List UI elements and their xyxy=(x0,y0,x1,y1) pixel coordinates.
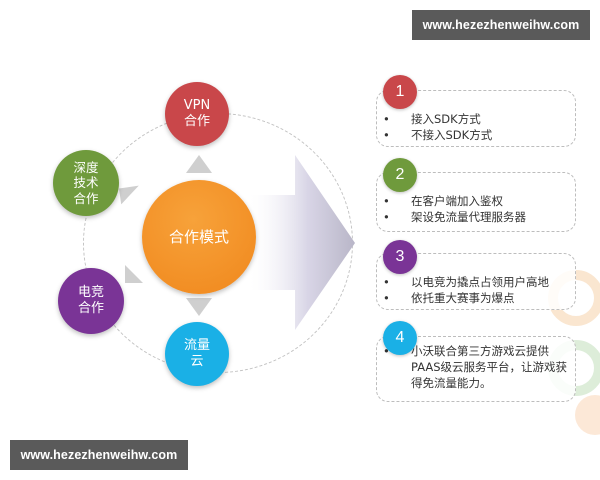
panel-1-number-badge: 1 xyxy=(383,75,417,109)
panel-3-list: 以电竞为撬点占领用户高地 依托重大赛事为爆点 xyxy=(383,274,571,306)
triangle-lower-left-icon xyxy=(125,265,143,283)
center-node-cooperation-mode: 合作模式 xyxy=(142,180,256,294)
node-label-line: 合作 xyxy=(183,114,210,129)
list-item: 在客户端加入鉴权 xyxy=(383,193,571,209)
triangle-up-icon xyxy=(186,155,212,173)
list-item: 以电竞为撬点占领用户高地 xyxy=(383,274,571,290)
triangle-upper-left-icon xyxy=(118,185,142,205)
node-label-line: 合作 xyxy=(73,190,99,206)
list-item: 接入SDK方式 xyxy=(383,111,571,127)
list-item: 小沃联合第三方游戏云提供PAAS级云服务平台，让游戏获得免流量能力。 xyxy=(383,343,571,391)
node-label-line: 技术 xyxy=(73,175,99,191)
big-right-arrow-icon xyxy=(250,155,355,330)
node-label-line: 流量 xyxy=(183,337,210,353)
node-label-line: VPN xyxy=(183,97,211,113)
node-vpn-cooperation: VPN 合作 xyxy=(165,82,229,146)
node-esports-cooperation: 电竞 合作 xyxy=(58,268,124,334)
panel-2-number-badge: 2 xyxy=(383,158,417,192)
panel-4-number-badge: 4 xyxy=(383,321,417,355)
panel-3: 以电竞为撬点占领用户高地 依托重大赛事为爆点 xyxy=(376,253,576,310)
list-item: 不接入SDK方式 xyxy=(383,127,571,143)
panel-1-list: 接入SDK方式 不接入SDK方式 xyxy=(383,111,571,143)
node-label-line: 深度 xyxy=(73,159,99,175)
list-item: 依托重大赛事为爆点 xyxy=(383,290,571,306)
center-node-label: 合作模式 xyxy=(168,227,229,246)
node-deep-tech-cooperation: 深度 技术 合作 xyxy=(53,150,119,216)
panel-3-number-badge: 3 xyxy=(383,240,417,274)
node-label-line: 云 xyxy=(190,354,204,369)
node-traffic-cloud: 流量 云 xyxy=(165,322,229,386)
node-label-line: 电竞 xyxy=(77,284,104,300)
list-item: 架设免流量代理服务器 xyxy=(383,209,571,225)
decorative-orange-blob xyxy=(575,395,600,435)
panel-2-list: 在客户端加入鉴权 架设免流量代理服务器 xyxy=(383,193,571,225)
watermark-bottom: www.hezezhenweihw.com xyxy=(10,440,188,470)
panel-4-list: 小沃联合第三方游戏云提供PAAS级云服务平台，让游戏获得免流量能力。 xyxy=(383,343,571,391)
node-label-line: 合作 xyxy=(77,301,104,316)
watermark-top: www.hezezhenweihw.com xyxy=(412,10,590,40)
triangle-down-icon xyxy=(186,298,212,316)
